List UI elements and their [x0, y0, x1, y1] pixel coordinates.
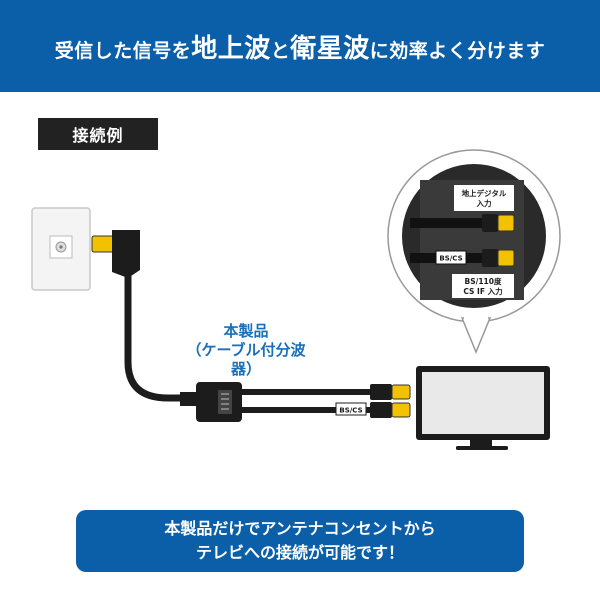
wall-outlet-icon — [31, 207, 91, 291]
bs-input-label-box — [452, 274, 514, 298]
header-text-5: に効率よく分けます — [369, 39, 546, 62]
footer-line2: テレビへの接続が可能です！ — [195, 543, 404, 562]
television-icon — [416, 366, 550, 450]
bs-input-label-line1: BS/110度 — [464, 276, 502, 286]
header-text-1: 受信した信号を — [54, 39, 192, 62]
footer-callout: 本製品だけでアンテナコンセントから テレビへの接続が可能です！ — [76, 510, 524, 572]
l-plug-connector-icon — [91, 230, 140, 278]
tv-rear-panel-zoom — [387, 149, 561, 354]
terrestrial-plug-icon — [370, 384, 411, 400]
product-label-line2: （ケーブル付分波器） — [186, 341, 306, 378]
header-banner: 受信した信号を地上波と衛星波に効率よく分けます — [0, 0, 600, 92]
terrestrial-input-label-box — [454, 185, 514, 211]
bscs-cable-tag-text: BS/CS — [339, 407, 362, 415]
zoom-bscs-plug-icon — [482, 249, 515, 267]
header-text-terrestrial: 地上波 — [191, 33, 271, 64]
zoom-bscs-tag-text: BS/CS — [439, 255, 462, 263]
zoom-bscs-tag — [435, 250, 467, 265]
zoom-terrestrial-plug-icon — [482, 214, 515, 232]
product-label: 本製品 （ケーブル付分波器） — [176, 322, 316, 379]
bscs-plug-icon — [370, 402, 411, 418]
header-text-satellite: 衛星波 — [290, 33, 370, 64]
footer-line1: 本製品だけでアンテナコンセントから — [164, 519, 436, 538]
bscs-cable-tag — [335, 402, 367, 416]
terrestrial-input-label-line2: 入力 — [476, 198, 492, 208]
splitter-body-icon — [180, 382, 242, 422]
connection-example-label: 接続例 — [38, 118, 158, 150]
terrestrial-input-label-line1: 地上デジタル — [462, 188, 507, 198]
product-label-line1: 本製品 — [223, 322, 269, 340]
main-cable — [124, 272, 200, 402]
header-text-3: と — [270, 39, 291, 62]
bs-input-label-line2: CS IF 入力 — [463, 286, 502, 296]
header-title: 受信した信号を地上波と衛星波に効率よく分けます — [55, 28, 546, 65]
